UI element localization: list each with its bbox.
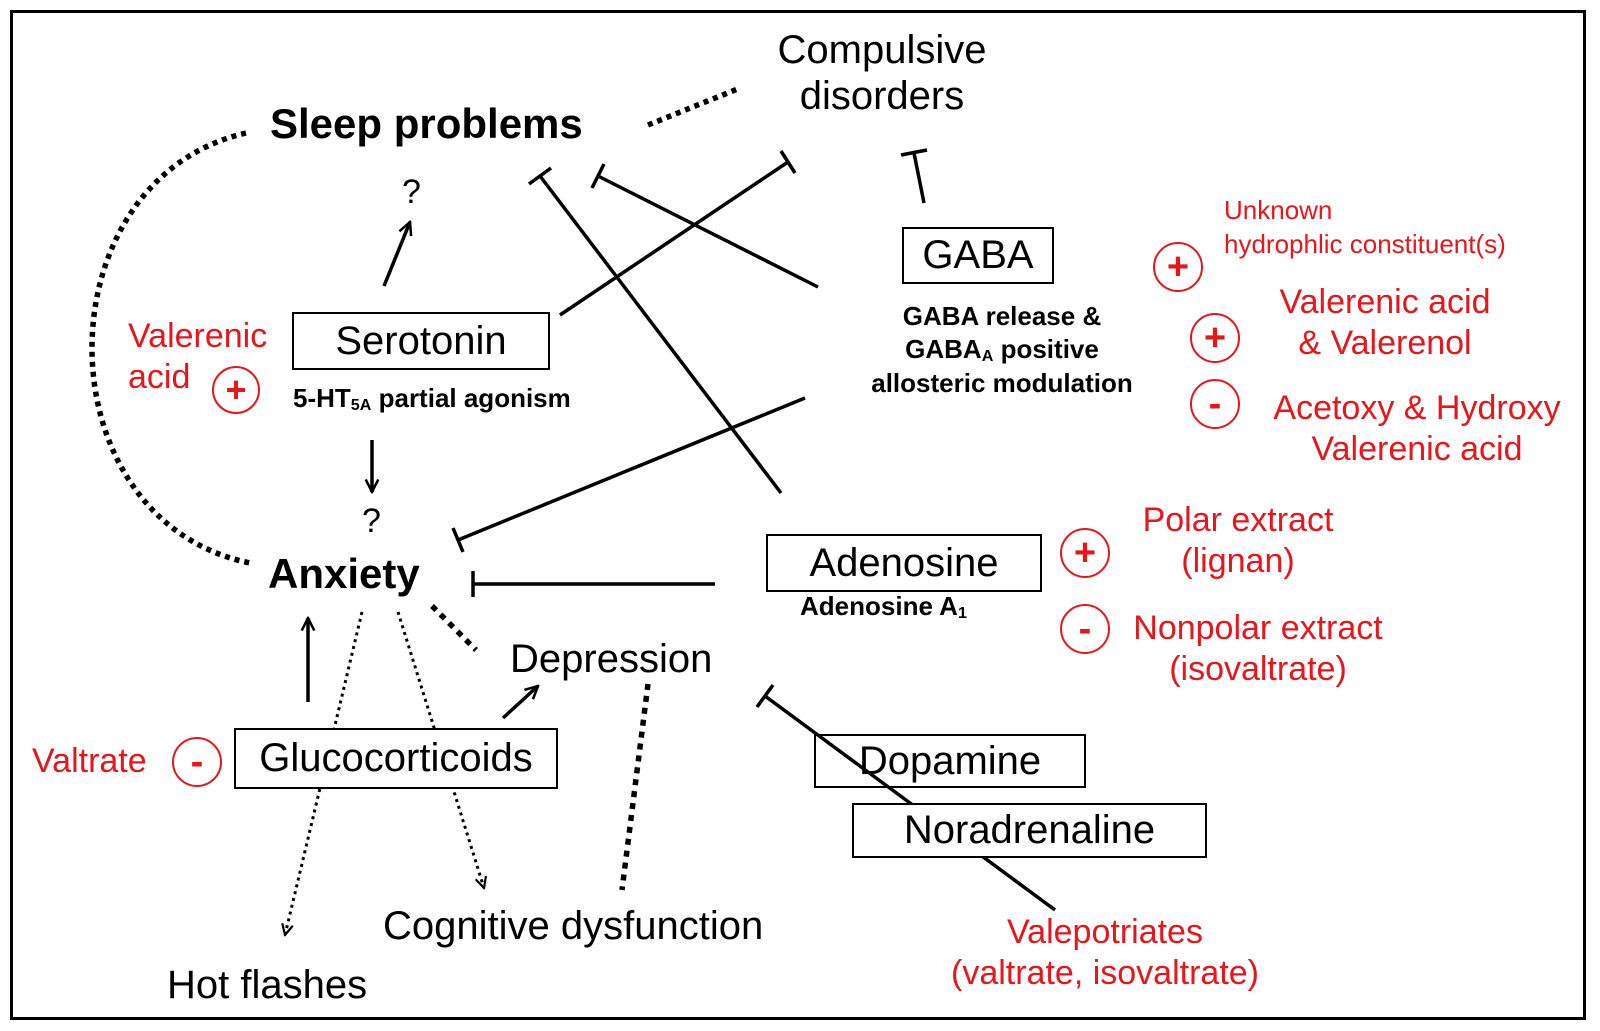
polar-line2: (lignan) — [1181, 542, 1295, 581]
glucocorticoids-box: Glucocorticoids — [234, 728, 558, 789]
hot-flashes-label: Hot flashes — [167, 963, 368, 1007]
valepotriates-line2: (valtrate, isovaltrate) — [951, 954, 1259, 993]
adenosine-polar-plus-icon: + — [1060, 528, 1110, 578]
serotonin-anxiety-question-mark: ? — [362, 502, 381, 540]
serotonin-plus-icon: + — [212, 366, 260, 414]
diagram-frame — [10, 10, 1586, 1020]
depression-cognitive-dotted-link — [619, 683, 651, 891]
acetoxy-line1: Acetoxy & Hydroxy — [1273, 389, 1561, 427]
gaba-compulsive-inhibition-bar — [900, 148, 928, 157]
depression-label: Depression — [510, 637, 713, 681]
valerenol-line1: Valerenic acid — [1279, 283, 1491, 321]
compulsive-disorders-label: Compulsive disorders — [752, 27, 1012, 119]
valerenol-label: Valerenic acid & Valerenol — [1260, 282, 1510, 365]
gaba-box: GABA — [902, 227, 1054, 284]
gaba-valerenol-plus-icon: + — [1190, 313, 1240, 363]
gaba-acetoxy-minus-icon: - — [1190, 379, 1240, 429]
gaba-unknown-plus-icon: + — [1153, 242, 1203, 292]
sleep-problems-label: Sleep problems — [270, 100, 583, 147]
adenosine-box: Adenosine — [766, 534, 1042, 592]
anxiety-depression-dotted-link — [430, 604, 478, 652]
serotonin-sleep-question-mark: ? — [402, 173, 421, 211]
gaba-anxiety-inhibition — [457, 396, 806, 542]
valerenic-acid-line2: acid — [128, 358, 191, 397]
anxiety-label: Anxiety — [268, 550, 420, 597]
serotonin-box: Serotonin — [292, 312, 550, 370]
gaba-sleep-inhibition-bar — [590, 163, 606, 189]
unknown-line2: hydrophlic constituent(s) — [1224, 228, 1506, 259]
gaba-sleep-inhibition — [597, 174, 819, 289]
polar-extract-label: Polar extract (lignan) — [1118, 500, 1358, 583]
glucocorticoids-minus-icon: - — [172, 737, 222, 787]
serotonin-sleep-arrow — [382, 222, 410, 287]
cognitive-dysfunction-label: Cognitive dysfunction — [383, 904, 764, 948]
acetoxy-hydroxy-label: Acetoxy & Hydroxy Valerenic acid — [1252, 388, 1582, 471]
glucocorticoids-depression-arrow — [501, 686, 538, 720]
gaba-anxiety-inhibition-bar — [451, 527, 465, 553]
nonpolar-extract-label: Nonpolar extract (isovaltrate) — [1118, 608, 1398, 691]
valerenic-acid-serotonin-label: Valerenic acid — [128, 316, 267, 399]
gaba-mechanism: GABA release & GABAA positive allosteric… — [832, 300, 1172, 400]
noradrenaline-box: Noradrenaline — [852, 803, 1207, 858]
serotonin-mechanism: 5-HT5A partial agonism — [293, 383, 571, 415]
adenosine-nonpolar-minus-icon: - — [1060, 604, 1110, 654]
valepotriates-line1: Valepotriates — [1007, 913, 1203, 951]
adenosine-sleep-inhibition-bar — [527, 166, 553, 186]
compulsive-line2: disorders — [799, 74, 965, 118]
serotonin-compulsive-inhibition-bar — [779, 150, 797, 174]
unknown-hydrophilic-label: Unknown hydrophlic constituent(s) — [1224, 194, 1506, 262]
valepotriates-label: Valepotriates (valtrate, isovaltrate) — [930, 912, 1280, 995]
polar-line1: Polar extract — [1142, 501, 1334, 539]
nonpolar-line2: (isovaltrate) — [1169, 650, 1347, 689]
valerenic-acid-line1: Valerenic — [128, 317, 268, 355]
valtrate-label: Valtrate — [32, 742, 147, 780]
nonpolar-line1: Nonpolar extract — [1133, 609, 1383, 647]
adenosine-sleep-inhibition — [538, 174, 783, 495]
serotonin-compulsive-inhibition — [559, 160, 789, 317]
dopamine-depression-inhibition-bar — [755, 683, 775, 709]
acetoxy-line2: Valerenic acid — [1311, 430, 1523, 469]
valerenol-line2: & Valerenol — [1298, 324, 1472, 363]
gaba-mechanism-line2: GABAA positive — [905, 334, 1099, 366]
dopamine-box: Dopamine — [814, 734, 1086, 788]
gaba-mechanism-line3: allosteric modulation — [871, 367, 1133, 398]
compulsive-line1: Compulsive — [777, 28, 987, 72]
unknown-line1: Unknown — [1224, 195, 1333, 225]
sleep-anxiety-dotted-arc — [89, 130, 251, 566]
gaba-mechanism-line1: GABA release & — [902, 301, 1102, 331]
adenosine-mechanism: Adenosine A1 — [800, 591, 967, 623]
sleep-compulsive-dotted-link — [646, 85, 742, 128]
gaba-compulsive-inhibition — [912, 152, 926, 204]
anxiety-cognitive-arrow — [396, 611, 484, 888]
